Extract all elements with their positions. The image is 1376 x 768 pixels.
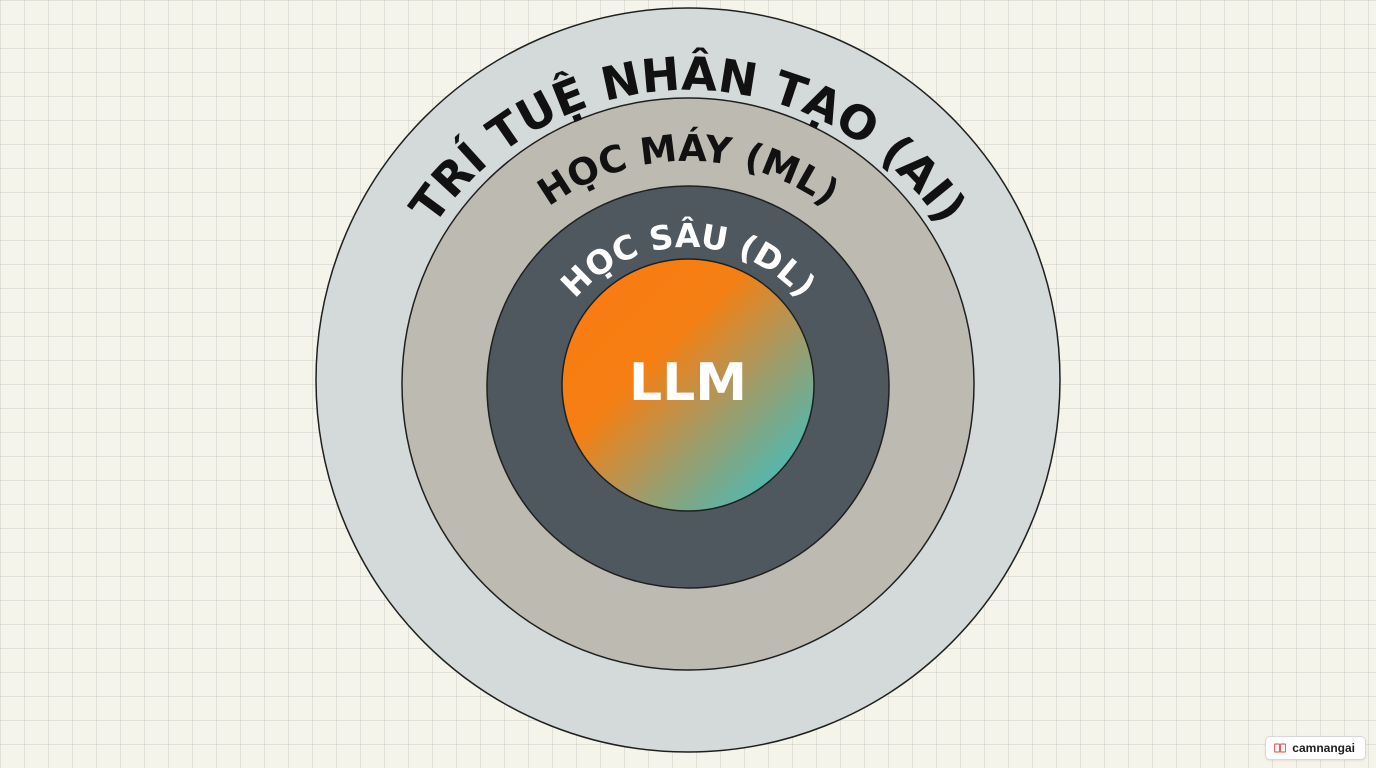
- watermark-text: camnangai: [1292, 741, 1355, 755]
- watermark-badge[interactable]: camnangai: [1265, 736, 1366, 760]
- core-label-llm: LLM: [629, 353, 747, 413]
- core-llm-circle: [561, 258, 815, 512]
- book-icon: [1274, 743, 1287, 753]
